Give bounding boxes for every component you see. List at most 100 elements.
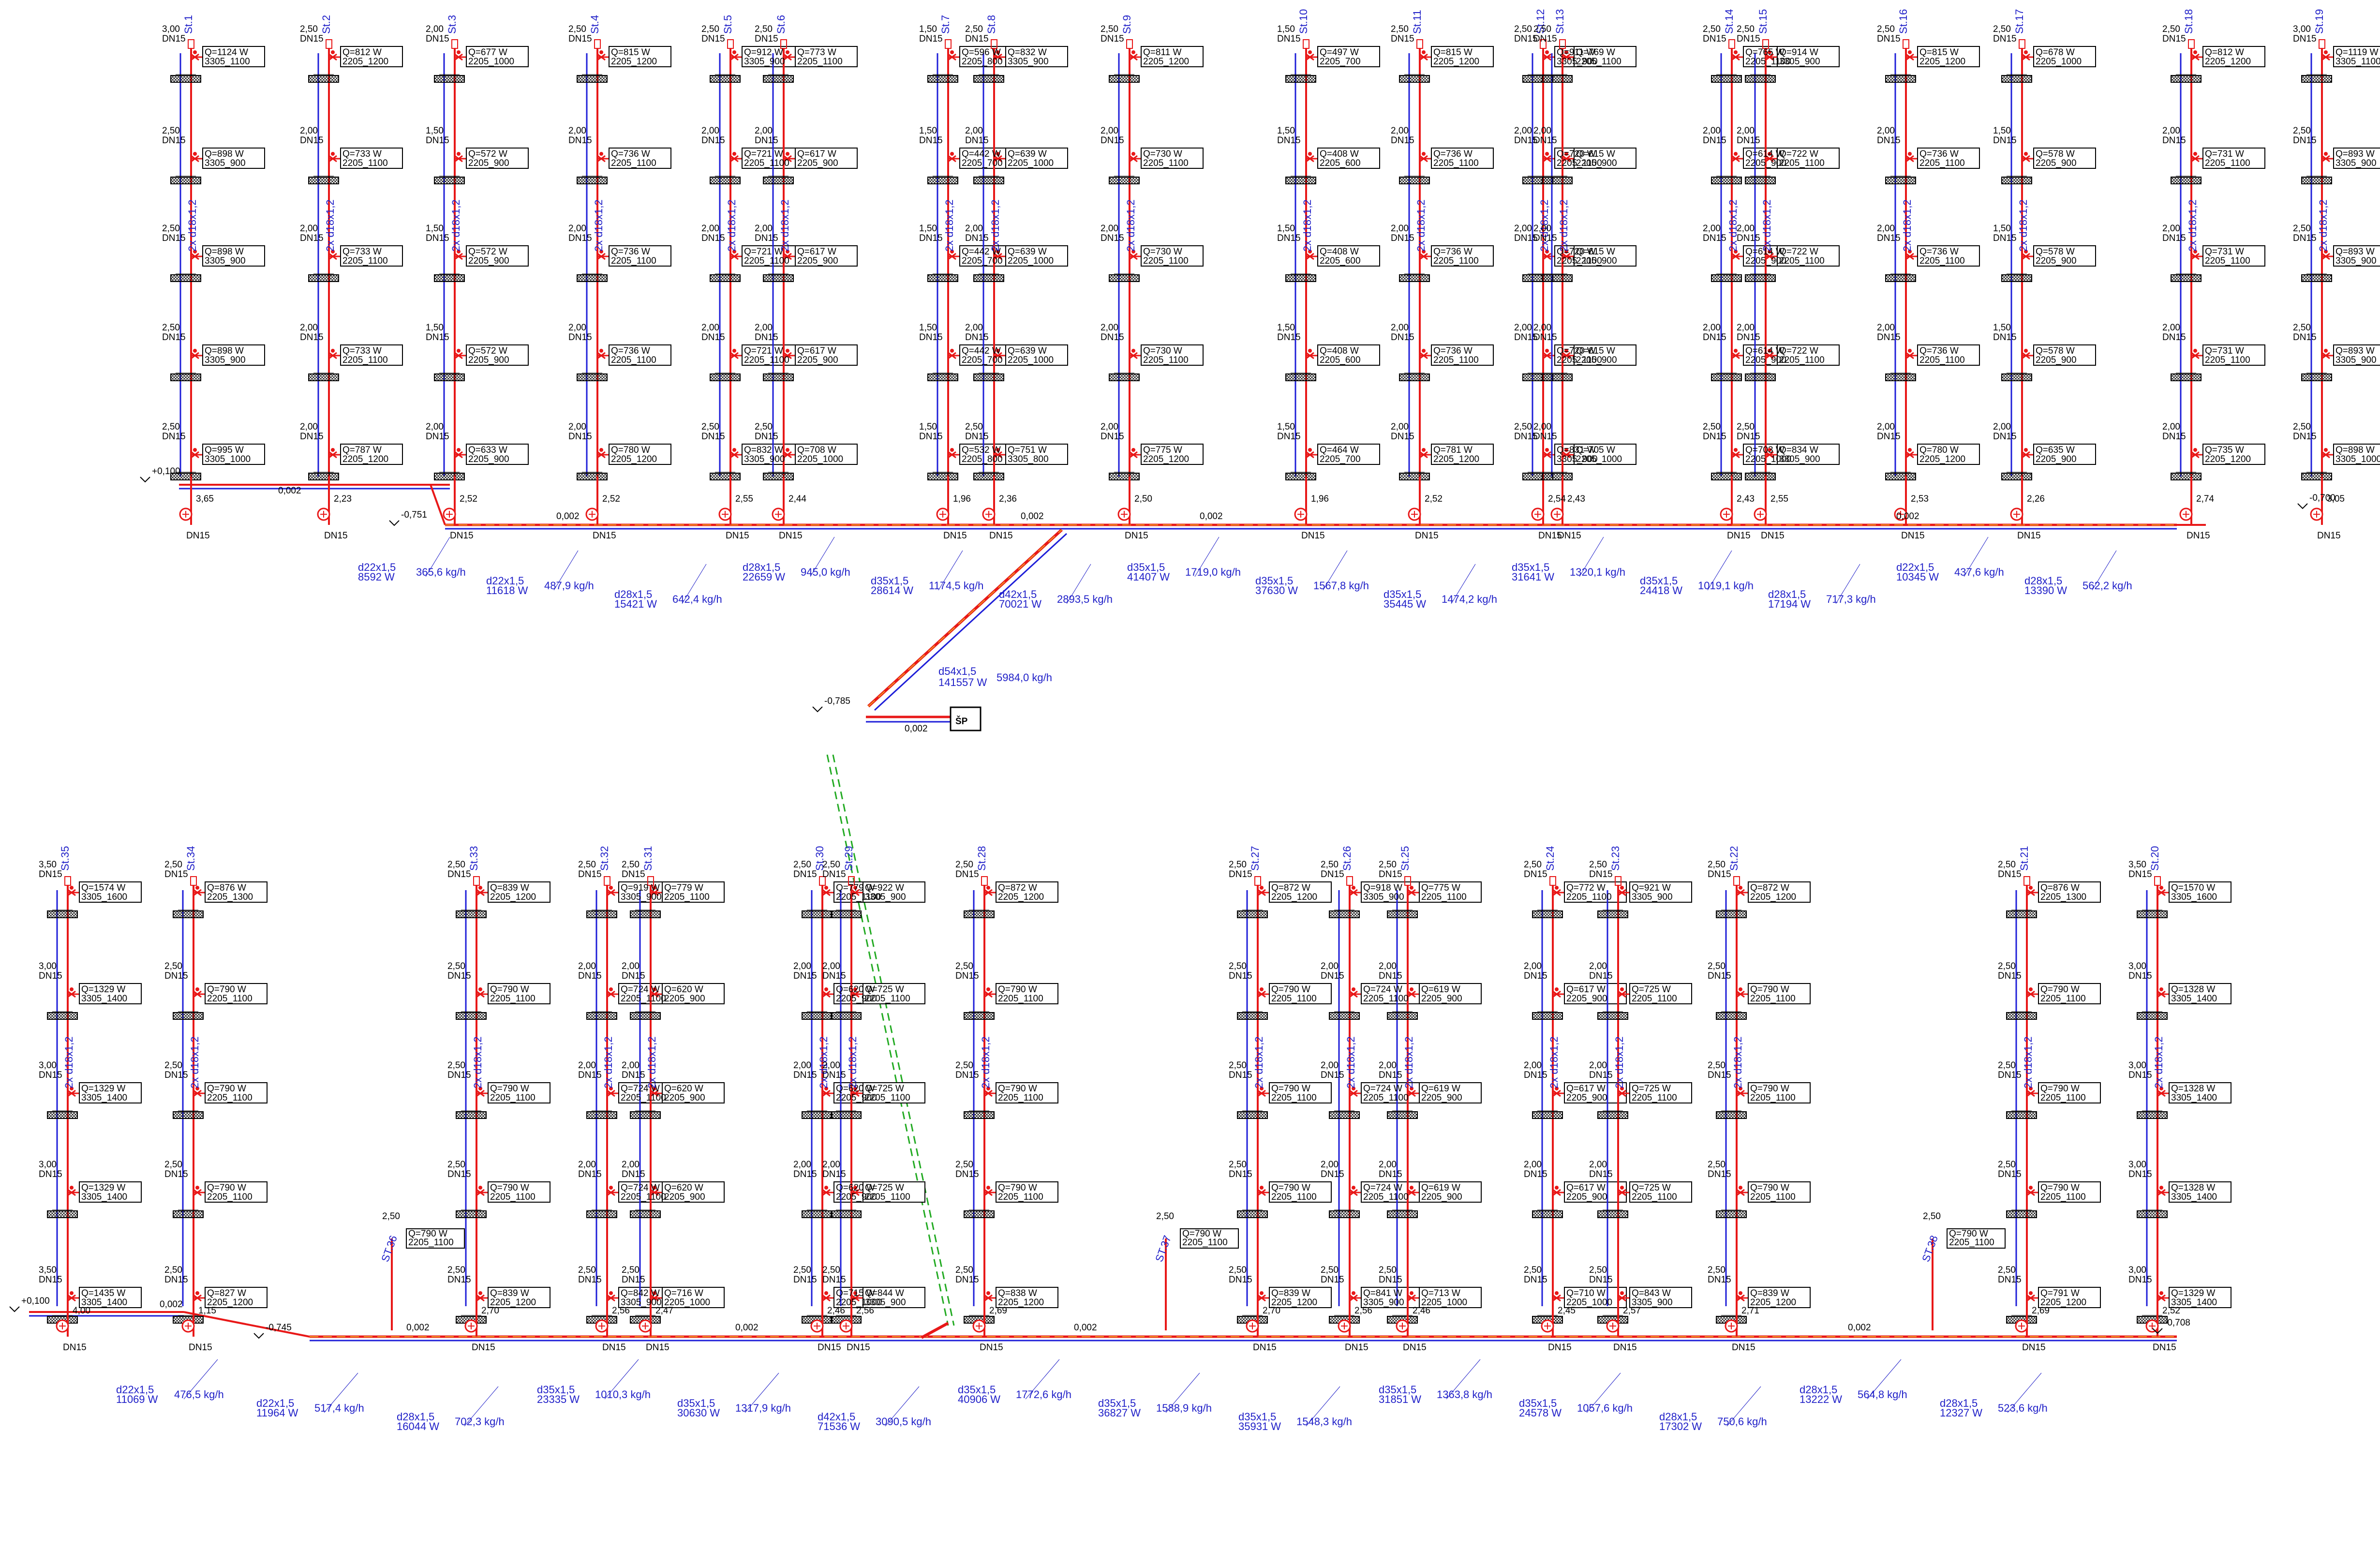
valve-icon xyxy=(1905,448,1914,459)
side-riser-height: 2,50 xyxy=(1156,1211,1174,1222)
radiator-type: 2205_900 xyxy=(2036,355,2077,365)
riser-name: St.9 xyxy=(1121,15,1133,34)
floor-height: 2,00 xyxy=(622,961,640,971)
radiator-power: Q=839 W xyxy=(1271,1288,1310,1298)
floor-height: 3,00 xyxy=(2128,1160,2146,1170)
radiator-symbol xyxy=(1399,473,1430,480)
pump-icon xyxy=(179,507,193,521)
radiator-symbol xyxy=(1711,177,1742,184)
floor-height: 2,50 xyxy=(2162,24,2180,34)
floor-height: 2,50 xyxy=(1703,24,1721,34)
valve-head xyxy=(599,448,603,452)
radiator-symbol xyxy=(434,274,465,282)
valve-dn: DN15 xyxy=(578,869,602,879)
valve-head xyxy=(331,152,335,156)
riser-base-height: 2,26 xyxy=(2027,494,2045,504)
valve-dn: DN15 xyxy=(300,34,324,44)
riser-base-height: 2,52 xyxy=(602,494,620,504)
riser-base-dn: DN15 xyxy=(1345,1342,1368,1353)
radiator-body xyxy=(964,1012,995,1020)
valve-head xyxy=(1545,349,1549,353)
radiator-type: 3305_1400 xyxy=(81,1192,127,1202)
radiator-power: Q=725 W xyxy=(865,1084,904,1094)
valve-dn: DN15 xyxy=(1101,233,1124,243)
valve-dn: DN15 xyxy=(701,233,725,243)
radiator-type: 3305_900 xyxy=(865,892,906,902)
riser-pipe-spec: 2x d18x1,2 xyxy=(602,1036,614,1088)
valve-dn: DN15 xyxy=(2128,1275,2152,1285)
riser-base-dn: DN15 xyxy=(943,531,967,541)
floor-height: 2,50 xyxy=(164,860,182,870)
floor-height: 2,50 xyxy=(1524,860,1542,870)
main-load: 31641 W xyxy=(1512,571,1554,583)
main-flow: 437,6 kg/h xyxy=(1954,566,2004,578)
main-load: 24578 W xyxy=(1519,1407,1562,1419)
radiator-type: 2205_1100 xyxy=(1143,355,1189,365)
radiator-body xyxy=(456,1210,487,1218)
slope-label: 0,002 xyxy=(1021,511,1044,522)
radiator-power: Q=619 W xyxy=(1421,984,1460,995)
valve-icon xyxy=(328,349,337,359)
valve-head xyxy=(478,886,482,890)
valve-mark xyxy=(597,53,606,61)
floor-height: 2,50 xyxy=(755,24,773,34)
valve-dn: DN15 xyxy=(1708,971,1731,981)
valve-icon xyxy=(1905,349,1914,359)
air-vent-icon xyxy=(1303,39,1309,49)
floor-height: 2,50 xyxy=(1877,24,1895,34)
valve-head xyxy=(1422,152,1426,156)
radiator-symbol xyxy=(710,373,741,381)
valve-mark xyxy=(328,155,337,163)
valve-mark xyxy=(454,155,463,163)
valve-dn: DN15 xyxy=(1533,34,1557,44)
radiator-symbol xyxy=(802,1012,833,1020)
radiator-type: 2205_1200 xyxy=(1143,454,1189,464)
radiator-type: 2205_600 xyxy=(1320,355,1361,365)
radiator-type: 2205_1100 xyxy=(207,1192,253,1202)
valve-head xyxy=(457,250,461,253)
radiator-symbol xyxy=(434,75,465,83)
valve-dn: DN15 xyxy=(1589,1275,1613,1285)
valve-dn: DN15 xyxy=(1877,432,1901,442)
riser-name: St.31 xyxy=(642,846,654,871)
floor-height: 2,50 xyxy=(300,24,318,34)
main-flow: 1548,3 kg/h xyxy=(1296,1416,1352,1428)
valve-icon xyxy=(2026,1186,2035,1196)
valve-icon xyxy=(607,987,615,998)
floor-height: 2,50 xyxy=(1589,1265,1607,1275)
radiator-type: 2205_1100 xyxy=(207,994,253,1004)
radiator-body xyxy=(586,1210,617,1218)
main-load: 24418 W xyxy=(1640,584,1682,596)
riser-st-20 xyxy=(2137,876,2231,1337)
radiator-body xyxy=(434,177,465,184)
radiator-power: Q=572 W xyxy=(468,149,507,159)
valve-icon xyxy=(2022,349,2030,359)
radiator-type: 2205_1100 xyxy=(2040,1093,2086,1103)
radiator-symbol xyxy=(710,473,741,480)
main-flow: 1567,8 kg/h xyxy=(1313,580,1369,592)
radiator-symbol xyxy=(831,910,862,918)
valve-head xyxy=(1555,1186,1559,1190)
radiator-box xyxy=(202,444,265,465)
radiator-type: 2205_700 xyxy=(962,256,1003,266)
main-load: 8592 W xyxy=(358,571,395,583)
valve-head xyxy=(1308,349,1312,353)
radiator-type: 2205_1100 xyxy=(865,994,910,1004)
radiator-power: Q=790 W xyxy=(207,1084,246,1094)
riser-base-dn: DN15 xyxy=(1415,531,1439,541)
radiator-body xyxy=(586,910,617,918)
radiator-type: 2205_900 xyxy=(797,256,838,266)
radiator-power: Q=790 W xyxy=(1750,1183,1789,1193)
radiator-power: Q=1329 W xyxy=(2171,1288,2215,1298)
floor-height: 2,50 xyxy=(1229,860,1247,870)
radiator-body xyxy=(170,177,201,184)
valve-head xyxy=(2193,349,2197,353)
air-vent-icon xyxy=(473,876,480,886)
radiator-type: 2205_1000 xyxy=(1008,355,1054,365)
radiator-symbol xyxy=(1399,75,1430,83)
riser-pipe-spec: 2x d18x1,2 xyxy=(186,199,198,252)
radiator-symbol xyxy=(1885,177,1916,184)
valve-dn: DN15 xyxy=(1524,869,1547,879)
radiator-power: Q=781 W xyxy=(1433,445,1473,455)
valve-head xyxy=(824,1186,828,1190)
